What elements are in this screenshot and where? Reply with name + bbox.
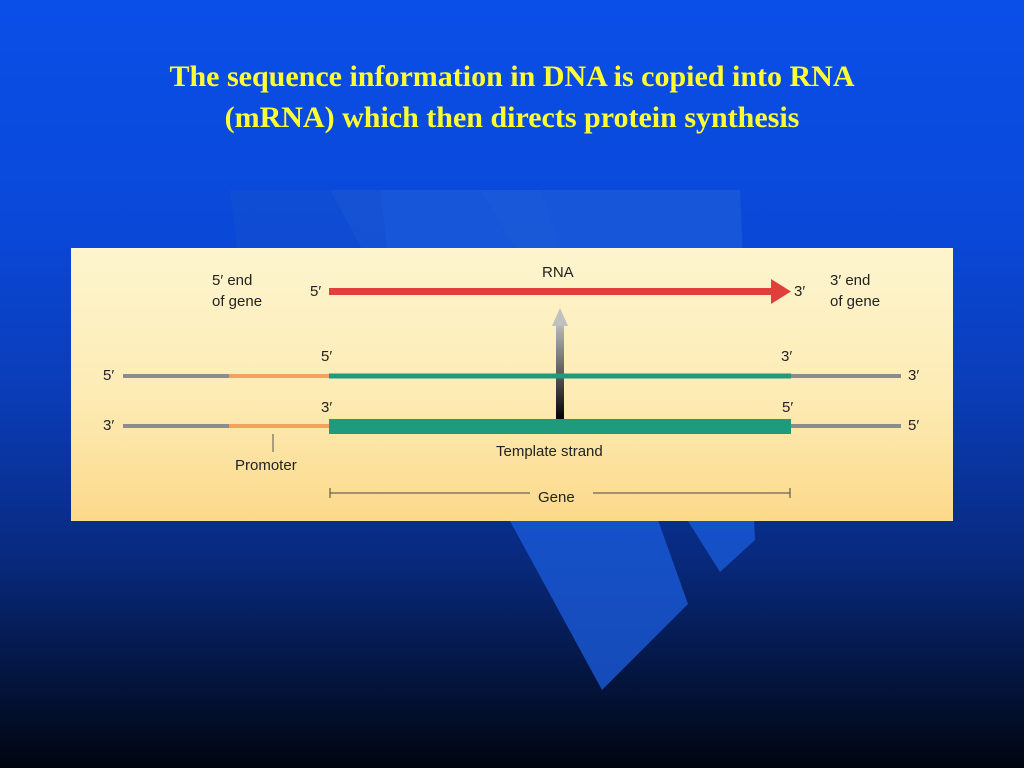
promoter-label: Promoter (235, 457, 297, 474)
template-strand-left-end-label: 3′ (103, 417, 115, 434)
template-strand-promoter (229, 424, 329, 428)
coding-strand-left-end-label: 5′ (103, 367, 115, 384)
transcription-diagram: RNA 5′ end of gene 3′ end of gene 5′ 3′ … (71, 248, 953, 521)
template-strand-gene-start-label: 3′ (321, 399, 333, 416)
template-strand-right-flank (791, 424, 901, 428)
coding-strand-gene (329, 373, 791, 379)
gene-bracket (329, 488, 791, 498)
slide-title: The sequence information in DNA is copie… (0, 56, 1024, 138)
template-strand-right-end-label: 5′ (908, 417, 920, 434)
rna-3-prime-label: 3′ (794, 283, 806, 300)
slide-title-line-2: (mRNA) which then directs protein synthe… (224, 101, 800, 134)
transcription-arrow (552, 308, 568, 420)
slide-title-line-1: The sequence information in DNA is copie… (169, 60, 855, 93)
coding-strand-gene-start-label: 5′ (321, 348, 333, 365)
five-prime-end-line-2: of gene (212, 293, 263, 310)
coding-strand-left-flank (123, 374, 229, 378)
coding-strand-right-flank (791, 374, 901, 378)
template-strand-gene (329, 419, 791, 434)
rna-arrow (329, 279, 791, 304)
rna-5-prime-label: 5′ (310, 283, 322, 300)
coding-strand-gene-end-label: 3′ (781, 348, 793, 365)
rna-label: RNA (542, 264, 574, 281)
template-strand-gene-end-label: 5′ (782, 399, 794, 416)
gene-label: Gene (538, 489, 575, 506)
template-strand-left-flank (123, 424, 229, 428)
five-prime-end-of-gene-label: 5′ end of gene (212, 270, 262, 312)
diagram-graphics (123, 279, 901, 498)
coding-strand-right-end-label: 3′ (908, 367, 920, 384)
coding-strand-promoter (229, 374, 329, 378)
template-strand-label: Template strand (496, 443, 603, 460)
three-prime-end-of-gene-label: 3′ end of gene (830, 270, 880, 312)
coding-strand (123, 373, 901, 379)
template-strand (123, 419, 901, 434)
five-prime-end-line-1: 5′ end (212, 272, 253, 289)
three-prime-end-line-2: of gene (830, 293, 881, 310)
three-prime-end-line-1: 3′ end (830, 272, 871, 289)
